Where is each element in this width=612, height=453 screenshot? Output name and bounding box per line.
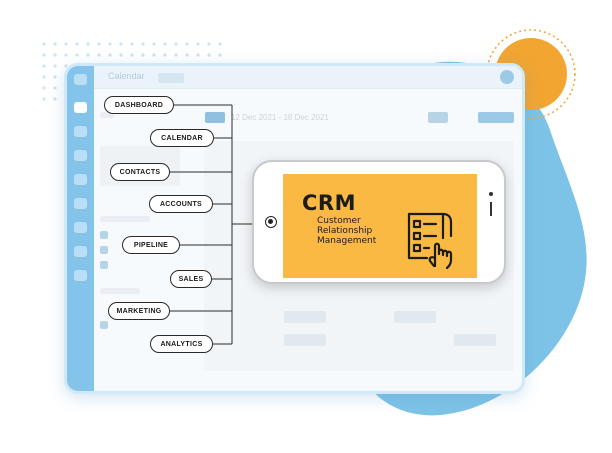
filter-row (100, 112, 114, 118)
filter-check[interactable] (100, 231, 108, 239)
event-block (284, 311, 326, 323)
rail-icon[interactable] (74, 222, 87, 233)
pattern-dot (42, 75, 46, 79)
pattern-dot (141, 53, 145, 57)
pattern-dot (130, 42, 134, 46)
pattern-dot (97, 53, 101, 57)
pattern-dot (97, 42, 101, 46)
rail-icon[interactable] (74, 126, 87, 137)
pattern-dot (53, 42, 57, 46)
activity-filters (100, 216, 150, 222)
filter-check[interactable] (100, 246, 108, 254)
rail-icon[interactable] (74, 270, 87, 281)
date-range: 12 Dec 2021 - 18 Dec 2021 (231, 113, 329, 122)
pattern-dot (218, 42, 222, 46)
pattern-dot (42, 42, 46, 46)
pattern-dot (53, 64, 57, 68)
pattern-dot (207, 42, 211, 46)
pattern-dot (42, 86, 46, 90)
subtitle-line: Relationship (317, 226, 373, 236)
pattern-dot (152, 42, 156, 46)
pattern-dot (119, 53, 123, 57)
pattern-dot (108, 42, 112, 46)
filter-check[interactable] (100, 261, 108, 269)
colleagues-label (100, 288, 140, 294)
avatar[interactable] (500, 70, 514, 84)
today-button[interactable] (205, 112, 225, 123)
rail-icon[interactable] (74, 246, 87, 257)
pattern-dot (42, 64, 46, 68)
subtitle-line: Management (317, 236, 377, 246)
camera-icon (265, 216, 277, 228)
event-block (394, 311, 436, 323)
pattern-dot (163, 53, 167, 57)
rail-icon[interactable] (74, 198, 87, 209)
menu-icon[interactable] (74, 74, 87, 85)
pattern-dot (196, 53, 200, 57)
sensor-dot (489, 192, 493, 196)
pattern-dot (75, 42, 79, 46)
pattern-dot (42, 53, 46, 57)
pill-contacts: CONTACTS (110, 163, 170, 181)
pill-analytics: ANALYTICS (150, 335, 213, 353)
pattern-dot (42, 97, 46, 101)
pattern-dot (207, 53, 211, 57)
pattern-dot (64, 53, 68, 57)
pill-sales: SALES (170, 270, 212, 288)
pattern-dot (163, 42, 167, 46)
pattern-dot (174, 53, 178, 57)
pattern-dot (196, 42, 200, 46)
rail-icon[interactable] (74, 150, 87, 161)
pattern-dot (53, 97, 57, 101)
pattern-dot (53, 53, 57, 57)
side-button (490, 202, 492, 216)
pattern-dot (64, 42, 68, 46)
pattern-dot (218, 53, 222, 57)
tab[interactable] (158, 73, 184, 83)
pattern-dot (141, 42, 145, 46)
schedule-button[interactable] (478, 112, 514, 123)
crm-title: CRM (302, 191, 356, 215)
event-block (454, 334, 496, 346)
pattern-dot (152, 53, 156, 57)
pattern-dot (174, 42, 178, 46)
pattern-dot (86, 42, 90, 46)
crm-subtitle: Customer Relationship Management (317, 216, 397, 246)
pattern-dot (108, 53, 112, 57)
pattern-dot (119, 42, 123, 46)
pattern-dot (53, 86, 57, 90)
tablet-side-rail (67, 66, 94, 391)
pattern-dot (75, 53, 79, 57)
checklist-hand-icon (407, 212, 453, 270)
pattern-dot (130, 53, 134, 57)
pill-marketing: MARKETING (108, 302, 170, 320)
pill-pipeline: PIPELINE (122, 236, 180, 254)
view-toggle[interactable] (428, 112, 448, 123)
phone-frame: CRM Customer Relationship Management (252, 160, 506, 284)
pattern-dot (53, 75, 57, 79)
rail-icon[interactable] (74, 174, 87, 185)
pill-accounts: ACCOUNTS (149, 195, 213, 213)
app-topbar: Calendar (94, 66, 522, 89)
phone-screen: CRM Customer Relationship Management (283, 174, 477, 278)
pill-calendar: CALENDAR (150, 129, 214, 147)
calendar-icon[interactable] (74, 102, 87, 113)
pill-dashboard: DASHBOARD (104, 96, 174, 114)
event-block (284, 334, 326, 346)
subtitle-line: Customer (317, 216, 361, 226)
pattern-dot (185, 42, 189, 46)
filter-check[interactable] (100, 321, 108, 329)
pattern-dot (86, 53, 90, 57)
pattern-dot (185, 53, 189, 57)
app-label: Calendar (108, 71, 145, 81)
